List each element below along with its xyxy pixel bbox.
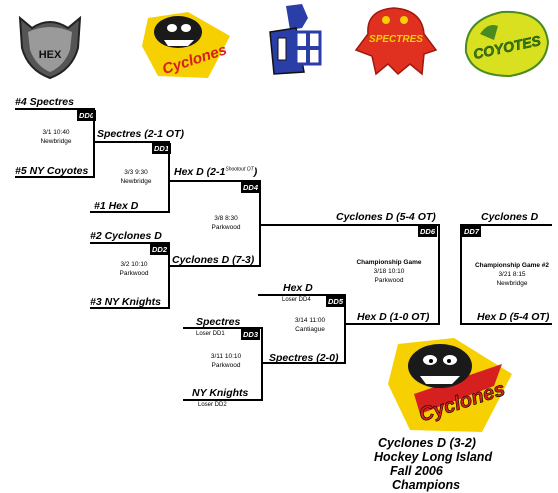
game-dd5-place: Cantiague	[295, 326, 325, 333]
game-dd0-badge: DD0	[77, 110, 97, 121]
bracket-line	[90, 307, 170, 309]
game-dd0-info: 3/1 10:40 Newbridge	[28, 128, 84, 146]
dd4-winner: Cyclones D (5-4 OT)	[336, 211, 436, 223]
game-dd7-date: 3/21 8:15	[498, 271, 526, 278]
game-dd3-info: 3/11 10:10 Parkwood	[198, 352, 254, 370]
bracket-line	[183, 327, 263, 329]
champions-caption: Cyclones D (3-2) Hockey Long Island Fall…	[374, 436, 492, 492]
champions-line-2: Hockey Long Island	[374, 450, 493, 464]
champions-line-1: Cyclones D (3-2)	[378, 436, 476, 450]
game-dd7-title: Championship Game #2	[474, 262, 550, 269]
dd1-loser-label: Loser DD1	[196, 331, 225, 337]
game-dd1-badge: DD1	[152, 143, 172, 154]
dd1-loser-spectres: Spectres	[196, 316, 241, 328]
bracket-line	[261, 362, 346, 364]
champions-line-3: Fall 2006	[390, 464, 443, 478]
game-dd6-title: Championship Game	[356, 259, 422, 266]
bracket-line	[344, 323, 440, 325]
bracket-line	[15, 176, 95, 178]
game-dd0-place: Newbridge	[40, 138, 72, 145]
game-dd1-date: 3/3 9:30	[124, 169, 148, 176]
dd2-winner: Cyclones D (7-3)	[172, 254, 255, 266]
seed-2-cyclones-d: #2 Cyclones D	[90, 230, 162, 242]
game-dd2-place: Parkwood	[119, 270, 149, 277]
game-dd4-badge: DD4	[241, 182, 261, 193]
bracket-line	[183, 399, 263, 401]
knights-logo	[256, 2, 336, 78]
bracket-line	[93, 108, 95, 178]
svg-text:HEX: HEX	[39, 49, 62, 61]
seed-3-ny-knights: #3 NY Knights	[90, 296, 161, 308]
game-dd4-info: 3/8 8:30 Parkwood	[198, 214, 254, 232]
dd0-winner: Spectres (2-1 OT)	[97, 128, 184, 140]
cyclones-top-logo: Cyclones	[138, 6, 234, 80]
game-dd7-place: Newbridge	[496, 280, 528, 287]
game-dd6-place: Parkwood	[374, 277, 404, 284]
bracket-line	[168, 180, 261, 182]
bracket-line	[93, 141, 170, 143]
game-dd4-date: 3/8 8:30	[214, 215, 238, 222]
game-dd2-date: 3/2 10:10	[120, 261, 148, 268]
cyclones-champion-logo: Cyclones	[384, 334, 516, 434]
game-dd7-badge: DD7	[462, 226, 482, 237]
bracket-line	[168, 242, 170, 308]
game-dd6-date: 3/18 10:10	[373, 268, 405, 275]
bracket-line	[460, 224, 552, 226]
hex-logo: HEX	[12, 8, 88, 80]
spectres-logo: SPECTRES	[352, 4, 440, 76]
bracket-line	[460, 323, 552, 325]
game-dd2-info: 3/2 10:10 Parkwood	[106, 260, 162, 278]
bracket-line	[168, 141, 170, 212]
dd1-winner-note: Shootout OT	[225, 166, 254, 173]
bracket-line	[344, 294, 346, 363]
bracket-line	[259, 180, 261, 266]
dd1-winner: Hex D (2-1Shootout OT)	[174, 166, 257, 178]
game-dd6-badge: DD6	[418, 226, 438, 237]
seed-5-ny-coyotes: #5 NY Coyotes	[15, 165, 89, 177]
game-dd1-place: Newbridge	[120, 178, 152, 185]
dd7-winner: Hex D (5-4 OT)	[477, 311, 550, 323]
dd1-winner-score: Hex D (2-1	[174, 166, 226, 178]
game-dd3-badge: DD3	[241, 329, 261, 340]
game-dd5-badge: DD5	[326, 296, 346, 307]
game-dd7-info: Championship Game #2 3/21 8:15 Newbridge	[466, 261, 558, 288]
coyotes-logo: COYOTES	[458, 4, 554, 80]
bracket-line	[259, 224, 440, 226]
game-dd4-place: Parkwood	[211, 224, 241, 231]
bracket-line	[15, 108, 95, 110]
game-dd5-info: 3/14 11:00 Cantiague	[282, 316, 338, 334]
game-dd3-date: 3/11 10:10	[210, 353, 242, 360]
dd2-loser-label: Loser DD2	[198, 402, 227, 408]
dd6-winner: Cyclones D	[481, 211, 539, 223]
game-dd3-place: Parkwood	[211, 362, 241, 369]
seed-1-hex-d: #1 Hex D	[94, 200, 139, 212]
bracket-line	[90, 242, 170, 244]
bracket-line	[258, 294, 346, 296]
dd5-winner: Hex D (1-0 OT)	[357, 311, 430, 323]
game-dd5-date: 3/14 11:00	[294, 317, 326, 324]
bracket-line	[168, 265, 261, 267]
dd1-winner-close: )	[253, 166, 258, 178]
svg-text:SPECTRES: SPECTRES	[369, 34, 423, 45]
game-dd2-badge: DD2	[150, 244, 170, 255]
seed-4-spectres: #4 Spectres	[15, 96, 74, 108]
bracket-line	[460, 224, 462, 325]
dd4-loser-hex-d: Hex D	[283, 282, 313, 294]
game-dd0-date: 3/1 10:40	[42, 129, 70, 136]
game-dd1-info: 3/3 9:30 Newbridge	[108, 168, 164, 186]
dd3-winner: Spectres (2-0)	[269, 352, 339, 364]
dd2-loser-ny-knights: NY Knights	[192, 387, 249, 399]
bracket-line	[90, 211, 170, 213]
bracket-line	[438, 224, 440, 325]
game-dd6-info: Championship Game 3/18 10:10 Parkwood	[344, 258, 434, 285]
dd4-loser-label: Loser DD4	[282, 297, 311, 303]
champions-line-4: Champions	[392, 478, 461, 492]
